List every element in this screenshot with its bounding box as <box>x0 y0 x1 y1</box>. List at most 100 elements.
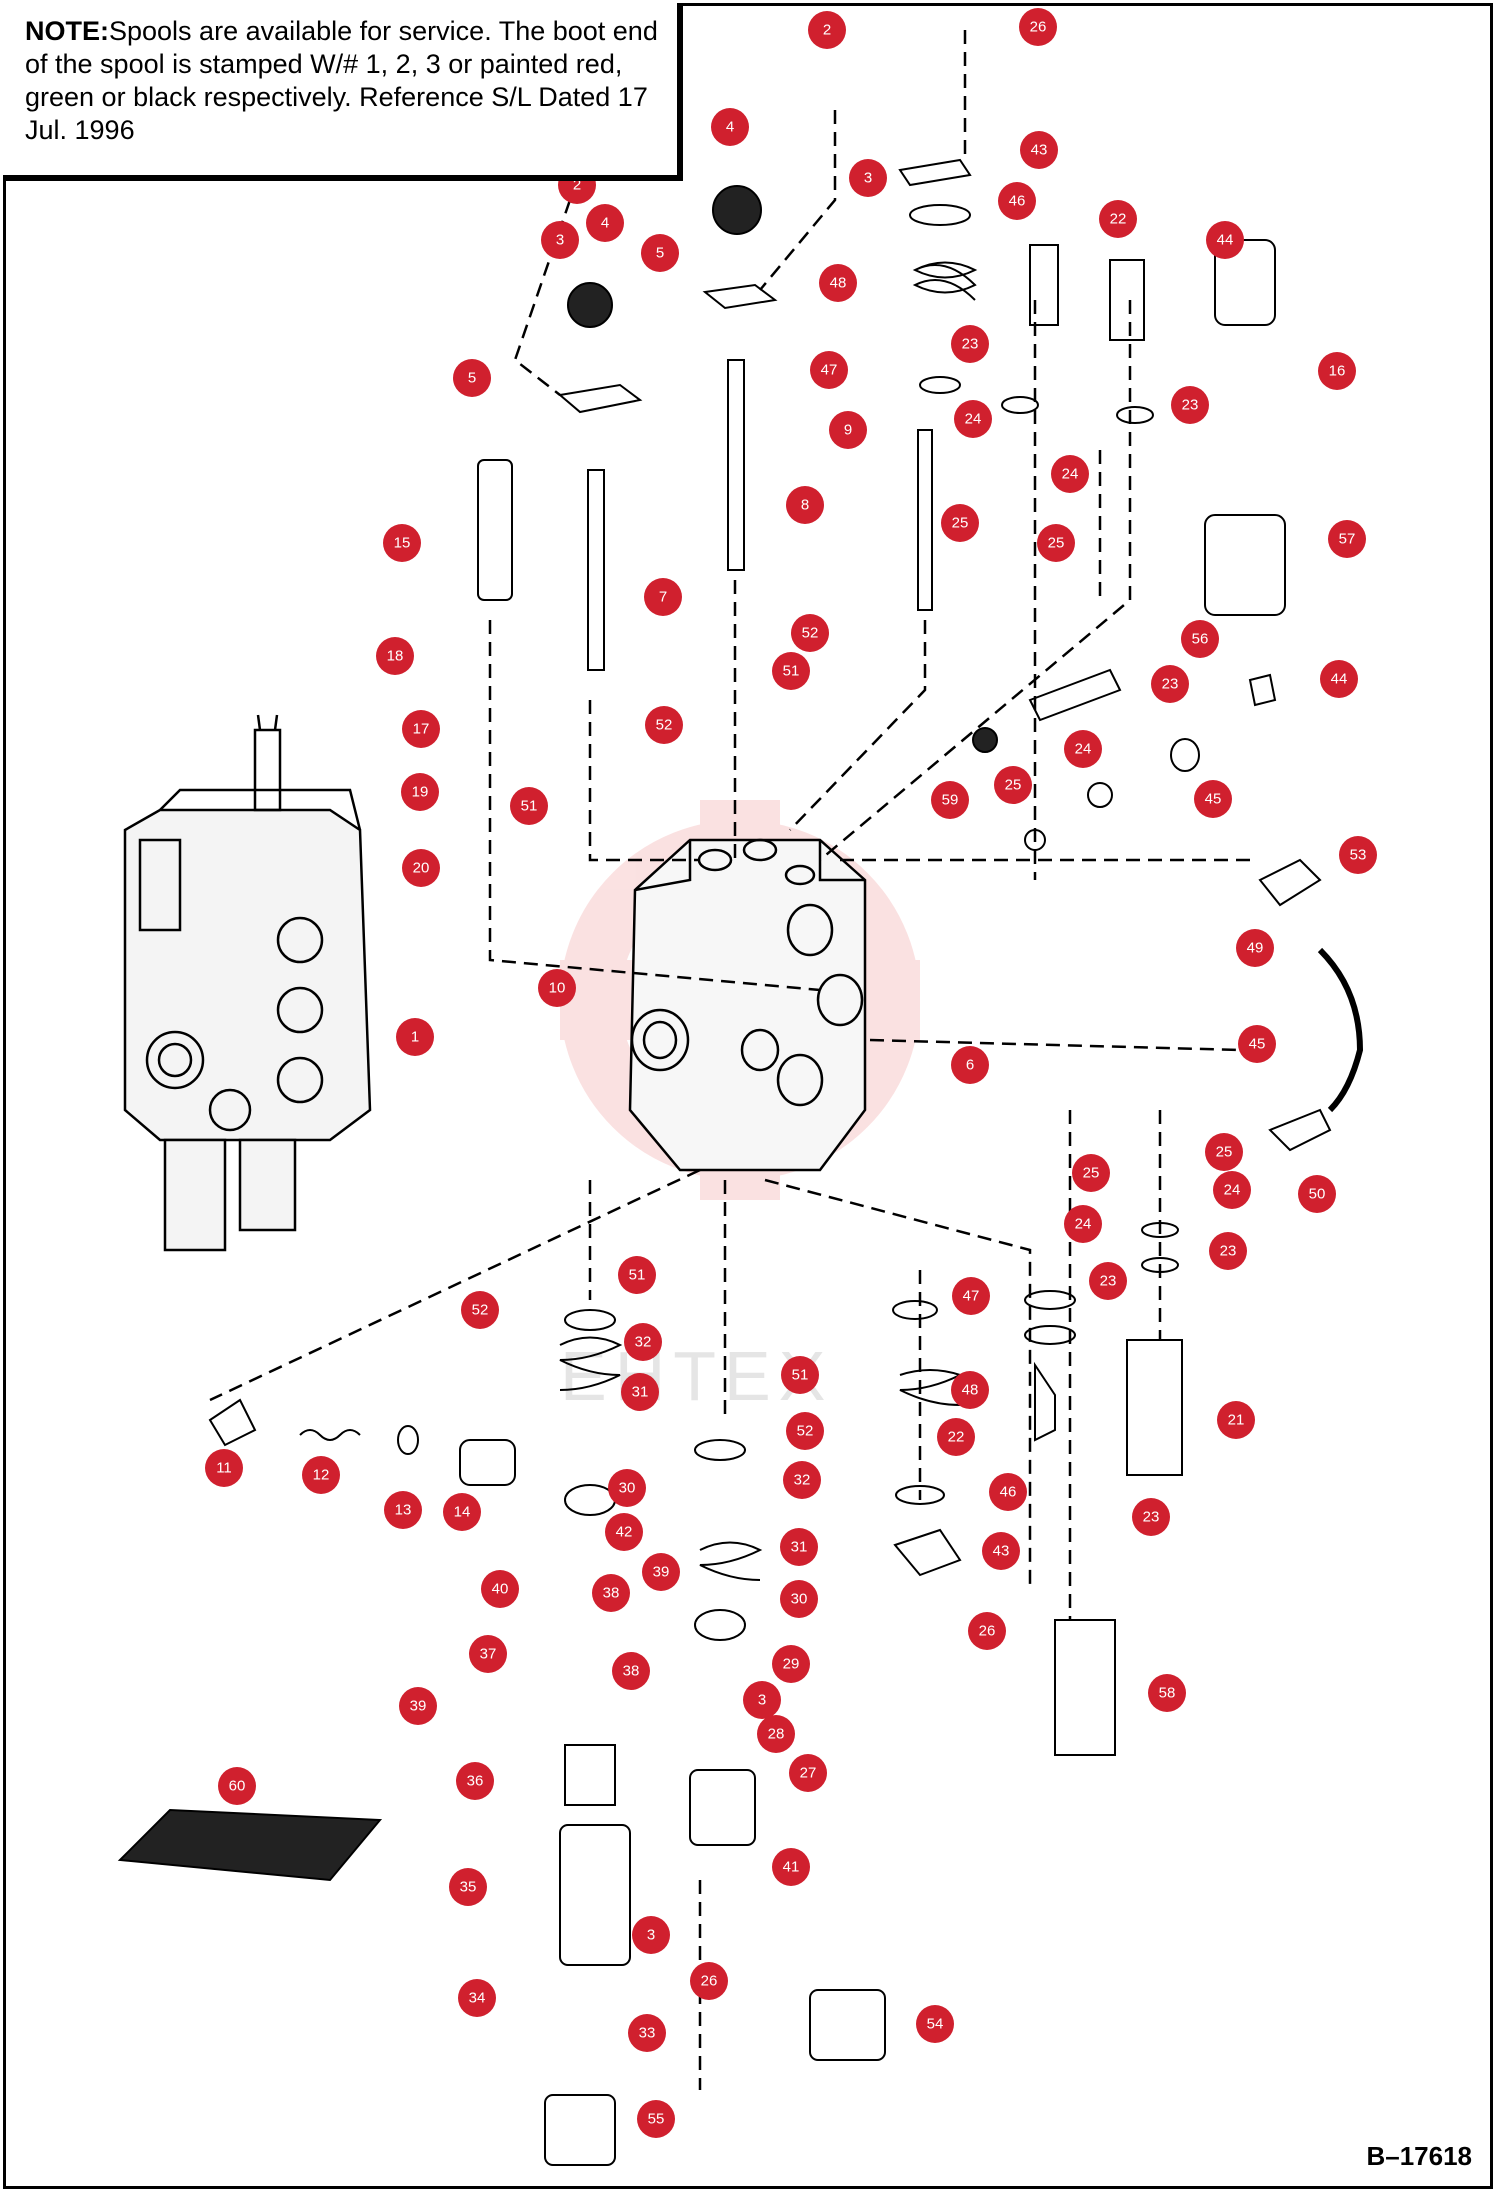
callout-number: 4 <box>726 119 734 136</box>
callout-number: 24 <box>1062 466 1079 483</box>
callout-number: 12 <box>313 1467 330 1484</box>
callout-3: 3 <box>849 159 887 197</box>
callout-number: 25 <box>952 515 969 532</box>
callout-marker <box>449 1868 487 1906</box>
callout-marker <box>641 234 679 272</box>
callout-1: 1 <box>396 1018 434 1056</box>
callout-marker <box>1209 1232 1247 1270</box>
callout-9: 9 <box>829 411 867 449</box>
callout-10: 10 <box>538 969 576 1007</box>
callout-marker <box>624 1323 662 1361</box>
callout-marker <box>711 108 749 146</box>
upper-spool-stack <box>477 158 1286 671</box>
callout-25: 25 <box>1205 1133 1243 1171</box>
callout-number: 5 <box>656 245 664 262</box>
callout-marker <box>1194 780 1232 818</box>
callout-marker <box>791 614 829 652</box>
callout-number: 23 <box>1162 676 1179 693</box>
callout-31: 31 <box>621 1373 659 1411</box>
callout-number: 60 <box>229 1778 246 1795</box>
callout-marker <box>396 1018 434 1056</box>
callout-number: 51 <box>629 1267 646 1284</box>
callout-3: 3 <box>743 1681 781 1719</box>
callout-number: 45 <box>1205 791 1222 808</box>
callout-23: 23 <box>1151 665 1189 703</box>
callout-28: 28 <box>757 1715 795 1753</box>
callout-23: 23 <box>1089 1262 1127 1300</box>
callout-52: 52 <box>786 1412 824 1450</box>
callout-number: 38 <box>603 1585 620 1602</box>
assembled-valve-drawing <box>123 714 372 1252</box>
callout-number: 3 <box>758 1692 766 1709</box>
callout-11: 11 <box>205 1449 243 1487</box>
callout-6: 6 <box>951 1046 989 1084</box>
callout-number: 26 <box>979 1623 996 1640</box>
callout-number: 44 <box>1217 232 1234 249</box>
callout-51: 51 <box>772 652 810 690</box>
callout-22: 22 <box>937 1418 975 1456</box>
callout-number: 58 <box>1159 1685 1176 1702</box>
callout-number: 51 <box>783 663 800 680</box>
callout-marker <box>819 264 857 302</box>
callout-marker <box>931 781 969 819</box>
callout-39: 39 <box>642 1553 680 1591</box>
callout-number: 59 <box>942 792 959 809</box>
callout-number: 31 <box>632 1384 649 1401</box>
callout-marker <box>461 1291 499 1329</box>
callout-number: 39 <box>410 1698 427 1715</box>
callout-number: 18 <box>387 648 404 665</box>
callout-30: 30 <box>608 1469 646 1507</box>
callout-47: 47 <box>810 351 848 389</box>
callout-marker <box>1064 730 1102 768</box>
callout-23: 23 <box>1171 386 1209 424</box>
callout-marker <box>1318 352 1356 390</box>
callout-marker <box>690 1962 728 2000</box>
callout-marker <box>1213 1171 1251 1209</box>
callout-number: 40 <box>492 1581 509 1598</box>
callout-marker <box>469 1635 507 1673</box>
callout-number: 38 <box>623 1663 640 1680</box>
callout-marker <box>205 1449 243 1487</box>
callout-26: 26 <box>968 1612 1006 1650</box>
callout-marker <box>644 578 682 616</box>
callout-24: 24 <box>1213 1171 1251 1209</box>
callout-number: 29 <box>783 1656 800 1673</box>
callout-3: 3 <box>541 221 579 259</box>
callout-25: 25 <box>941 504 979 542</box>
dashed-leader-lines <box>209 30 1250 2090</box>
callout-number: 35 <box>460 1879 477 1896</box>
callout-marker <box>302 1456 340 1494</box>
callout-number: 37 <box>480 1646 497 1663</box>
callout-marker <box>538 969 576 1007</box>
callout-number: 21 <box>1228 1412 1245 1429</box>
callout-number: 15 <box>394 535 411 552</box>
callout-32: 32 <box>783 1461 821 1499</box>
callout-25: 25 <box>1072 1154 1110 1192</box>
callout-25: 25 <box>1037 524 1075 562</box>
callout-marker <box>783 1461 821 1499</box>
callout-number: 22 <box>948 1429 965 1446</box>
callout-number: 41 <box>783 1859 800 1876</box>
callout-number: 32 <box>794 1472 811 1489</box>
callout-number: 22 <box>1110 211 1127 228</box>
callout-22: 22 <box>1099 200 1137 238</box>
callout-30: 30 <box>780 1580 818 1618</box>
diagram-frame <box>3 3 1493 2189</box>
callout-4: 4 <box>711 108 749 146</box>
callout-number: 24 <box>1075 1216 1092 1233</box>
callout-number: 3 <box>647 1927 655 1944</box>
callout-48: 48 <box>819 264 857 302</box>
callout-number: 30 <box>619 1480 636 1497</box>
callout-27: 27 <box>789 1754 827 1792</box>
callout-marker <box>1099 200 1137 238</box>
callout-marker <box>772 1848 810 1886</box>
callout-43: 43 <box>982 1532 1020 1570</box>
callout-marker <box>218 1767 256 1805</box>
callout-marker <box>383 524 421 562</box>
callout-26: 26 <box>1019 8 1057 46</box>
callout-number: 43 <box>993 1543 1010 1560</box>
callout-number: 57 <box>1339 531 1356 548</box>
callout-number: 42 <box>616 1524 633 1541</box>
note-text: Spools are available for service. The bo… <box>25 16 658 145</box>
